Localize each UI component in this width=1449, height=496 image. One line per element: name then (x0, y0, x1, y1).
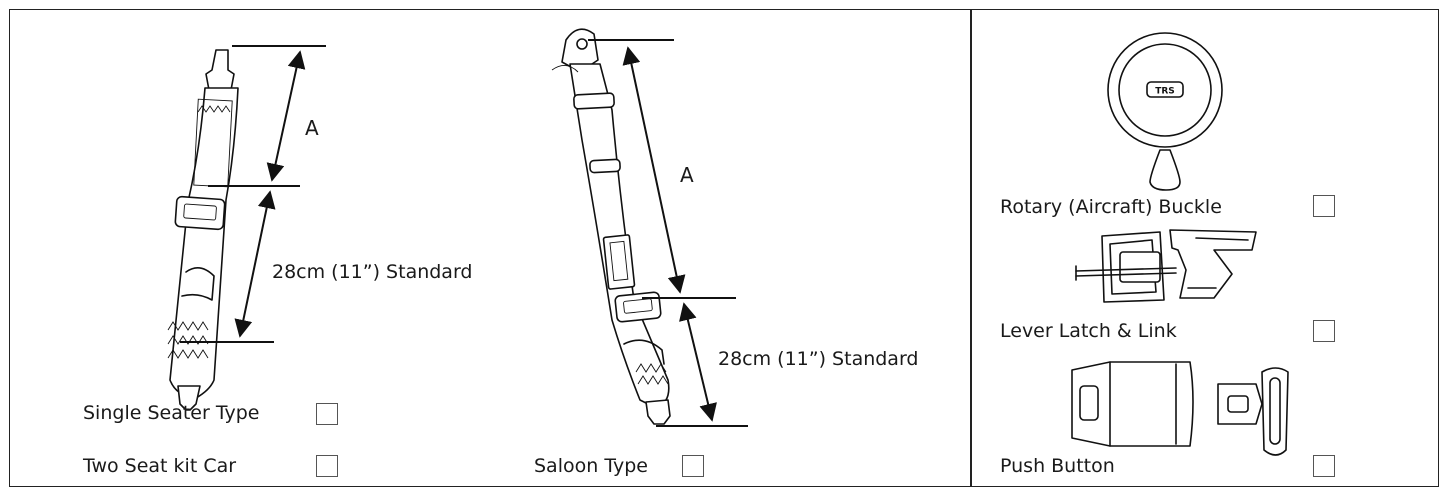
column-divider (970, 9, 972, 487)
push-button-label: Push Button (1000, 455, 1115, 477)
form-frame (9, 9, 1439, 487)
single-dim-standard-label: 28cm (11”) Standard (272, 261, 473, 283)
single-seater-type-checkbox[interactable] (316, 403, 338, 425)
saloon-dim-a-label: A (680, 163, 694, 187)
push-button-drawing (1071, 361, 1289, 456)
saloon-type-checkbox[interactable] (682, 455, 704, 477)
lever-latch-drawing (1075, 229, 1257, 303)
rotary-buckle-label: Rotary (Aircraft) Buckle (1000, 196, 1222, 218)
single-dim-a-label: A (305, 116, 319, 140)
saloon-type-label: Saloon Type (534, 455, 648, 477)
lever-latch-checkbox[interactable] (1313, 320, 1335, 342)
two-seat-kit-car-checkbox[interactable] (316, 455, 338, 477)
rotary-buckle-checkbox[interactable] (1313, 195, 1335, 217)
push-button-checkbox[interactable] (1313, 455, 1335, 477)
single-seater-belt-drawing (167, 49, 239, 411)
single-seater-type-label: Single Seater Type (83, 402, 260, 424)
rotary-buckle-drawing (1107, 32, 1223, 191)
rotary-logo-text: TRS (1155, 87, 1175, 97)
saloon-dim-standard-label: 28cm (11”) Standard (718, 348, 919, 370)
lever-latch-label: Lever Latch & Link (1000, 320, 1177, 342)
two-seat-kit-car-label: Two Seat kit Car (83, 455, 237, 477)
saloon-belt-drawing (551, 28, 671, 425)
